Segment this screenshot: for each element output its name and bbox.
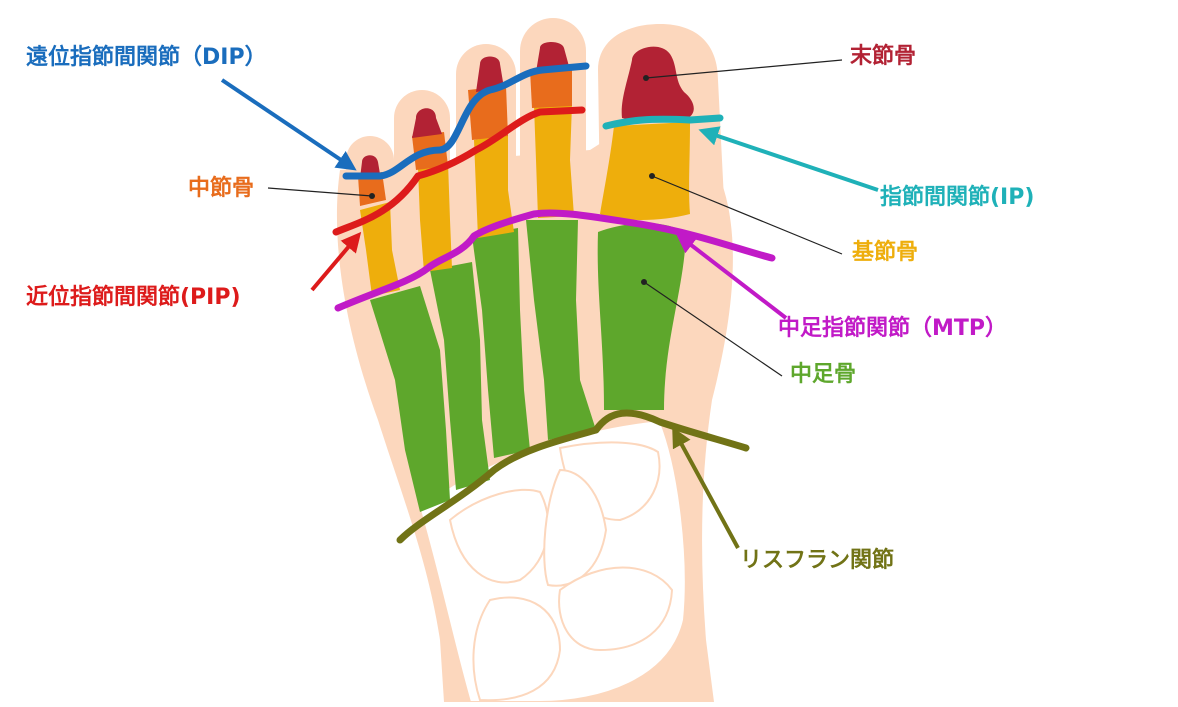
middle-phalanx-2 <box>530 68 572 108</box>
leader-lines <box>267 59 843 377</box>
label-ip: 指節間関節(IP) <box>880 185 1035 210</box>
tarsal-talus <box>472 596 562 702</box>
leader-middle-phalanx <box>267 187 373 197</box>
arrow-lisfranc <box>672 426 740 549</box>
label-middle-phalanx: 中節骨 <box>188 176 255 201</box>
dot-distal-phalanx <box>643 75 649 81</box>
metatarsal-2 <box>526 220 596 440</box>
metatarsal-3 <box>472 228 530 458</box>
distal-phalanx-5 <box>360 155 380 178</box>
proximal-phalanges <box>360 104 690 296</box>
label-pip: 近位指節間関節(PIP) <box>26 285 241 310</box>
metatarsal-5 <box>370 286 450 512</box>
arrow-dip <box>220 78 357 171</box>
arrow-pip <box>310 231 362 292</box>
arrow-ip <box>698 126 879 192</box>
distal-phalanges <box>360 42 694 178</box>
proximal-phalanx-5 <box>360 202 400 296</box>
middle-phalanx-5 <box>358 172 386 206</box>
label-dip: 遠位指節間関節（DIP） <box>26 45 267 70</box>
proximal-phalanx-4 <box>418 162 452 272</box>
label-lisfranc: リスフラン関節 <box>740 548 895 573</box>
dot-metatarsal <box>641 279 647 285</box>
tarsal-navicular <box>558 566 674 652</box>
label-proximal-phalanx: 基節骨 <box>852 240 919 265</box>
metatarsal-1 <box>597 223 686 410</box>
leader-distal-phalanx <box>645 59 843 79</box>
proximal-phalanx-2 <box>534 104 574 218</box>
distal-phalanx-2 <box>536 42 570 72</box>
label-distal-phalanx: 末節骨 <box>850 44 917 69</box>
dot-middle-phalanx <box>369 193 375 199</box>
pip-line <box>332 106 586 236</box>
tarsal-bones <box>418 418 687 703</box>
label-metatarsal: 中足骨 <box>790 362 857 387</box>
metatarsals <box>370 220 686 512</box>
dot-proximal-phalanx <box>649 173 655 179</box>
leader-dots <box>369 75 655 285</box>
metatarsal-4 <box>430 262 490 490</box>
proximal-phalanx-3 <box>474 134 514 238</box>
label-arrows <box>220 78 879 549</box>
label-mtp: 中足指節関節（MTP） <box>778 316 1008 341</box>
dip-line <box>342 62 590 180</box>
arrow-mtp <box>675 233 788 320</box>
distal-phalanx-4 <box>412 108 442 138</box>
distal-phalanx-3 <box>476 56 504 92</box>
leader-proximal-phalanx <box>651 175 843 255</box>
proximal-phalanx-1 <box>600 122 690 220</box>
distal-phalanx-1 <box>621 46 694 121</box>
ip-line <box>602 114 724 130</box>
mtp-line <box>334 209 776 312</box>
leader-metatarsal <box>643 281 783 377</box>
